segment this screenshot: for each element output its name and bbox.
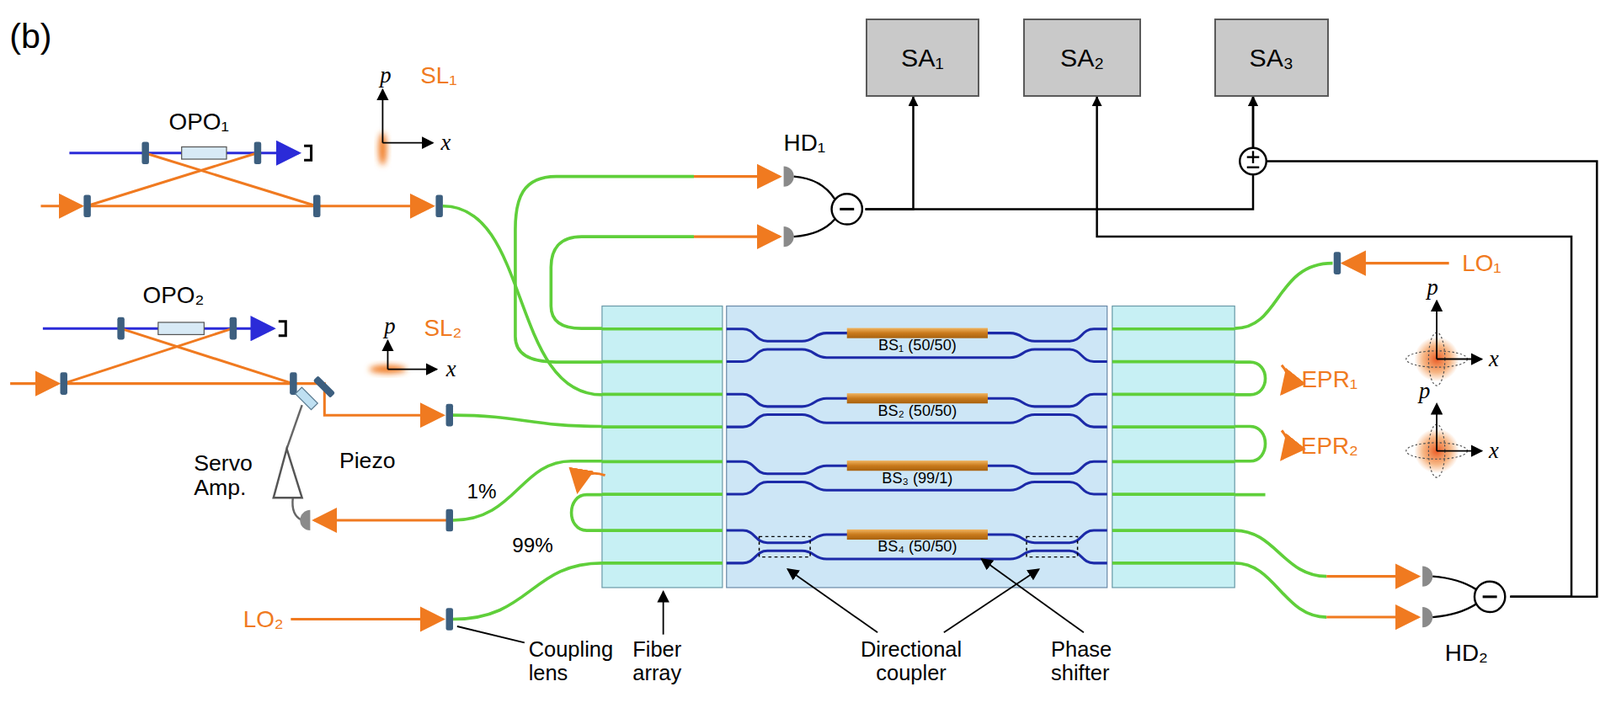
beam-label: LO₂ bbox=[243, 606, 284, 633]
axis-label: p bbox=[1418, 379, 1430, 405]
homodyne-detector: HD₂ bbox=[1412, 555, 1510, 667]
signal-wire bbox=[1253, 96, 1597, 598]
state-label: EPR₁ bbox=[1301, 366, 1359, 393]
spectrum-analyzer-box: SA₁ bbox=[865, 18, 981, 97]
analyzer-name: SA₂ bbox=[1060, 43, 1104, 72]
axis-label: p bbox=[1427, 275, 1439, 300]
spectrum-analyzer-box: SA₃ bbox=[1214, 18, 1329, 97]
part-label: Directional coupler bbox=[860, 637, 962, 685]
beam-splitter-label: BS₁ (50/50) bbox=[878, 336, 957, 354]
axis-label: x bbox=[446, 357, 457, 382]
signal-wire bbox=[865, 96, 914, 209]
axis-label: x bbox=[1488, 438, 1499, 464]
opo-label: OPO₂ bbox=[143, 282, 205, 310]
ratio-label: 1% bbox=[466, 480, 496, 504]
signal-wire bbox=[865, 96, 1254, 209]
spectrum-analyzer-box: SA₂ bbox=[1023, 18, 1141, 97]
beam-splitter-label: BS₂ (50/50) bbox=[877, 402, 957, 420]
part-label: Servo Amp. bbox=[193, 450, 253, 501]
part-label: Fiber array bbox=[632, 637, 682, 685]
axis-label: x bbox=[1488, 346, 1499, 372]
part-label: Phase shifter bbox=[1050, 637, 1112, 685]
analyzer-name: SA₁ bbox=[901, 43, 944, 72]
beam-label: SL₂ bbox=[423, 315, 462, 342]
analyzer-name: SA₃ bbox=[1248, 43, 1294, 72]
part-label: Coupling lens bbox=[528, 637, 614, 685]
beam-splitter-label: BS₄ (50/50) bbox=[877, 538, 957, 555]
part-label: Piezo bbox=[339, 448, 396, 474]
detector-name: HD₂ bbox=[1445, 640, 1511, 667]
axis-label: p bbox=[379, 63, 391, 88]
homodyne-detector: HD₁ bbox=[779, 130, 866, 256]
opo-label: OPO₁ bbox=[169, 109, 230, 136]
ratio-label: 99% bbox=[512, 534, 553, 558]
signal-wire bbox=[1097, 96, 1572, 598]
detector-name: HD₁ bbox=[784, 130, 866, 157]
beam-label: SL₁ bbox=[420, 62, 457, 89]
axis-label: x bbox=[441, 130, 452, 155]
beam-splitter-label: BS₃ (99/1) bbox=[881, 469, 953, 487]
state-label: EPR₂ bbox=[1301, 432, 1359, 459]
panel-label: (b) bbox=[9, 17, 52, 56]
axis-label: p bbox=[384, 314, 395, 339]
beam-label: LO₁ bbox=[1461, 250, 1502, 277]
